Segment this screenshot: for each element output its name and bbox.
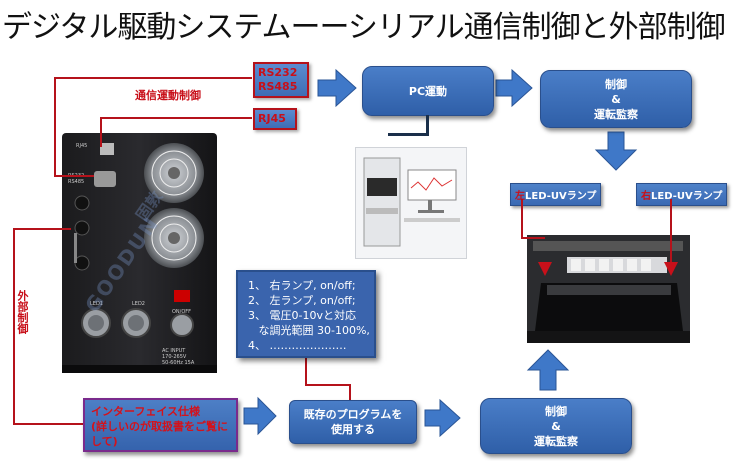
control-bottom-line2: & xyxy=(551,419,561,433)
arrow-pc-to-control xyxy=(495,68,533,108)
red-line-note-vertical xyxy=(305,357,307,385)
arrow-control-down xyxy=(594,131,638,171)
left-lamp-arrowhead xyxy=(538,262,552,276)
uv-lamp-illustration xyxy=(527,235,690,343)
red-line-external-top xyxy=(13,228,71,230)
arrow-interface-to-program xyxy=(243,396,277,436)
red-line-note-down xyxy=(349,384,351,400)
red-line-external-vertical xyxy=(13,228,15,424)
rs485-label: RS485 xyxy=(258,80,298,93)
page-title: デジタル駆動システムーーシリアル通信制御と外部制御 xyxy=(2,10,726,45)
red-line-rs-horizontal xyxy=(54,77,252,79)
function-notes-box: 1、 右ランプ, on/off; 2、 左ランプ, on/off; 3、 電圧0… xyxy=(236,270,376,358)
red-line-external-bottom xyxy=(13,423,83,425)
device-ac-input-2: 170-265V xyxy=(162,354,187,360)
control-monitor-box-top: 制御 & 運転監察 xyxy=(540,70,692,128)
arrow-control-up xyxy=(526,349,570,391)
pc-cable-vertical xyxy=(426,115,429,135)
red-line-rj45-horizontal xyxy=(100,117,252,119)
control-top-line3: 運転監察 xyxy=(594,107,638,121)
note-line-3: 3、 電圧0-10vと対応 xyxy=(248,309,356,322)
left-lamp-prefix: 左 xyxy=(515,191,525,202)
note-line-5: 4、 ………………… xyxy=(248,339,347,352)
device-led2-label: LED2 xyxy=(132,301,145,307)
note-line-2: 2、 左ランプ, on/off; xyxy=(248,294,356,307)
external-control-label: 外部制御 xyxy=(16,290,29,334)
device-rj45-label: RJ45 xyxy=(76,143,88,149)
rs232-label: RS232 xyxy=(258,66,298,79)
left-lamp-label: LED-UVランプ xyxy=(525,191,597,202)
interface-spec-box: インターフェイス仕様 (詳しいのが取扱書をご覧にして) xyxy=(83,398,238,452)
controller-device-illustration xyxy=(62,133,217,373)
right-lamp-label: LED-UVランプ xyxy=(651,191,723,202)
right-lamp-arrowhead xyxy=(664,262,678,276)
existing-program-label: 既存のプログラムを使用する xyxy=(303,408,403,436)
interface-spec-title: インターフェイス仕様 xyxy=(91,405,201,418)
comm-control-label: 通信運動制御 xyxy=(135,89,201,102)
left-lamp-pointer xyxy=(521,199,523,237)
right-lamp-pointer xyxy=(670,199,672,265)
device-led1-label: LED1 xyxy=(90,301,103,307)
control-bottom-line1: 制御 xyxy=(545,404,567,418)
controller-device: RJ45 RS232 RS485 LED1 LED2 ON/OFF AC INP… xyxy=(62,133,217,373)
red-line-note-horizontal xyxy=(305,384,350,386)
device-ac-input-1: AC INPUT xyxy=(162,348,186,354)
interface-spec-note: (詳しいのが取扱書をご覧にして) xyxy=(91,420,229,448)
rs-port-tag: RS232 RS485 xyxy=(253,62,309,98)
device-ac-input-3: 50-60Hz 15A xyxy=(162,360,195,366)
pc-box: PC運動 xyxy=(362,66,494,116)
control-bottom-line3: 運転監察 xyxy=(534,434,578,448)
uv-lamp-photo xyxy=(527,235,690,343)
left-lamp-tag: 左LED-UVランプ xyxy=(510,183,602,206)
pc-machine-illustration xyxy=(363,157,460,247)
rj45-label: RJ45 xyxy=(258,112,286,125)
red-line-rj45-vertical xyxy=(100,117,102,147)
pc-machine-image xyxy=(355,147,467,259)
right-lamp-tag: 右LED-UVランプ xyxy=(636,183,728,206)
control-monitor-box-bottom: 制御 & 運転監察 xyxy=(480,398,632,454)
rj45-port-tag: RJ45 xyxy=(253,108,297,130)
note-line-1: 1、 右ランプ, on/off; xyxy=(248,279,356,292)
pc-box-label: PC運動 xyxy=(408,84,448,98)
right-lamp-prefix: 右 xyxy=(641,191,651,202)
existing-program-box: 既存のプログラムを使用する xyxy=(289,400,417,444)
device-onoff-label: ON/OFF xyxy=(172,309,192,315)
control-top-line1: 制御 xyxy=(605,77,627,91)
note-line-4: な調光範囲 30-100%, xyxy=(248,324,370,337)
control-top-line2: & xyxy=(611,92,621,106)
arrow-program-to-control xyxy=(424,398,461,438)
left-lamp-pointer-h xyxy=(521,237,545,239)
arrow-ports-to-pc xyxy=(317,68,357,108)
red-line-rs-to-device xyxy=(54,175,94,177)
red-line-rs-vertical xyxy=(54,77,56,175)
pc-cable-horizontal xyxy=(388,133,429,136)
